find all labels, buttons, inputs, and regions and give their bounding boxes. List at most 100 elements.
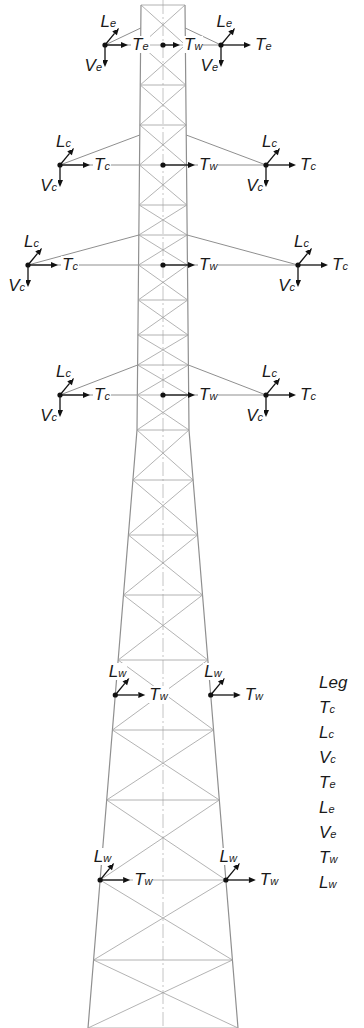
tower-brace bbox=[139, 235, 188, 265]
tower-strut bbox=[118, 660, 208, 661]
load-label: Te bbox=[131, 36, 150, 53]
tower-brace bbox=[140, 85, 186, 125]
tower-brace bbox=[118, 595, 202, 660]
load-label: Lw bbox=[203, 663, 222, 680]
tower-strut bbox=[133, 480, 193, 481]
load-arrow bbox=[226, 879, 249, 880]
attachment-point bbox=[295, 262, 300, 267]
tower-brace bbox=[138, 300, 188, 335]
arrow-head bbox=[188, 262, 195, 268]
load-arrow bbox=[266, 394, 289, 395]
tower-brace bbox=[138, 365, 189, 395]
arrow-head bbox=[121, 42, 128, 48]
attachment-point bbox=[263, 392, 268, 397]
legend-text: Le bbox=[318, 799, 336, 816]
load-label: Ve bbox=[84, 57, 103, 74]
tower-brace bbox=[138, 335, 188, 365]
tower-brace bbox=[137, 395, 189, 430]
load-label: Tc bbox=[299, 156, 317, 173]
tower-brace bbox=[138, 265, 187, 300]
tower-brace bbox=[88, 960, 232, 1028]
tower-strut bbox=[128, 535, 197, 536]
tower-brace bbox=[100, 800, 219, 880]
legend-text: Lc bbox=[318, 724, 335, 741]
arrow-head bbox=[138, 692, 145, 698]
load-label: Tc bbox=[331, 256, 349, 273]
tower-brace bbox=[133, 430, 189, 480]
attachment-point bbox=[160, 42, 165, 47]
arrow-head bbox=[123, 877, 130, 883]
load-label: Vc bbox=[7, 277, 26, 294]
load-label: Tc bbox=[299, 386, 317, 403]
arrow-head bbox=[83, 162, 90, 168]
tower-strut bbox=[138, 335, 188, 336]
load-label: Lc bbox=[261, 363, 278, 380]
attachment-point bbox=[25, 262, 30, 267]
tower-brace bbox=[139, 165, 186, 205]
tower-strut bbox=[123, 595, 202, 596]
load-label: Tw bbox=[183, 36, 203, 53]
tower-strut bbox=[112, 730, 213, 731]
load-label: Ve bbox=[200, 57, 219, 74]
load-label: Tw bbox=[133, 871, 153, 888]
tower-strut bbox=[139, 205, 187, 206]
load-label: Tc bbox=[93, 386, 111, 403]
arrow-head bbox=[51, 262, 58, 268]
legend-text: Lw bbox=[318, 874, 337, 891]
load-label: Lc bbox=[293, 233, 310, 250]
load-label: Tw bbox=[244, 686, 264, 703]
load-arrow bbox=[211, 694, 234, 695]
load-label: Le bbox=[215, 13, 233, 30]
attachment-point bbox=[160, 392, 165, 397]
load-label: Vc bbox=[39, 177, 58, 194]
tower-brace bbox=[123, 535, 197, 595]
arrow-head bbox=[188, 162, 195, 168]
tower-brace bbox=[139, 125, 186, 165]
attachment-point bbox=[218, 42, 223, 47]
legend-text: Tc bbox=[318, 699, 336, 716]
tower-brace bbox=[138, 335, 188, 365]
load-label: Tc bbox=[61, 256, 79, 273]
load-arrow bbox=[100, 879, 123, 880]
tower-brace bbox=[139, 205, 187, 235]
legend-text: Vc bbox=[318, 749, 337, 766]
tower-strut bbox=[138, 300, 188, 301]
attachment-point bbox=[223, 877, 228, 882]
tower-strut bbox=[137, 430, 189, 431]
arrow-head bbox=[173, 42, 180, 48]
load-label: Vc bbox=[245, 407, 264, 424]
tower-brace bbox=[139, 205, 187, 235]
load-label: Tw bbox=[148, 686, 168, 703]
load-arrow bbox=[266, 164, 289, 165]
load-label: Lw bbox=[218, 848, 237, 865]
arrow-head bbox=[244, 42, 251, 48]
load-arrow bbox=[221, 44, 244, 45]
tower-brace bbox=[138, 300, 188, 335]
load-arrow bbox=[163, 264, 188, 265]
tower-leg bbox=[185, 5, 238, 1028]
legend-text: Te bbox=[318, 774, 337, 791]
legend-text: Ve bbox=[318, 824, 337, 841]
tower-brace bbox=[123, 595, 207, 660]
tower-strut bbox=[94, 960, 233, 961]
tower-strut bbox=[140, 125, 186, 126]
tower-brace bbox=[137, 365, 188, 395]
load-arrow bbox=[60, 394, 83, 395]
arrow-head bbox=[83, 392, 90, 398]
tower-brace bbox=[107, 730, 214, 800]
arrow-head bbox=[234, 692, 241, 698]
tower-brace bbox=[139, 265, 188, 300]
load-label: Lw bbox=[108, 663, 127, 680]
tower-brace bbox=[112, 730, 219, 800]
attachment-point bbox=[98, 877, 103, 882]
load-arrow bbox=[163, 394, 188, 395]
load-label: Vc bbox=[245, 177, 264, 194]
load-arrow bbox=[60, 164, 83, 165]
attachment-point bbox=[57, 162, 62, 167]
arrow-head bbox=[249, 877, 256, 883]
tower-brace bbox=[128, 480, 193, 535]
tower-brace bbox=[137, 395, 189, 430]
tower-brace bbox=[133, 480, 198, 535]
arrow-head bbox=[321, 262, 328, 268]
load-label: Tw bbox=[198, 386, 218, 403]
